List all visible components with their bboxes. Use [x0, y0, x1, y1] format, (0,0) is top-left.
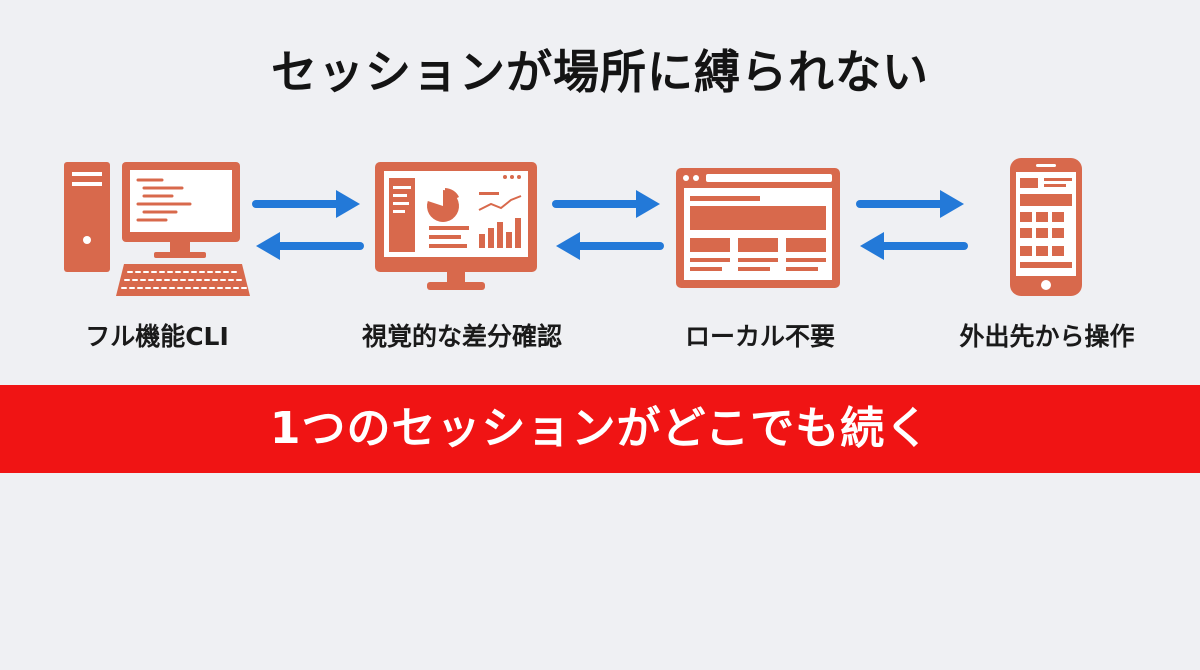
browser-window-icon [676, 168, 840, 288]
node-label-cli: フル機能CLI [85, 322, 229, 351]
node-smartphone [1008, 156, 1086, 300]
node-label-visual-diff: 視覚的な差分確認 [361, 322, 562, 351]
smartphone-icon [1010, 158, 1082, 296]
node-browser [674, 166, 844, 292]
bidirectional-arrows-3 [856, 190, 968, 260]
page-title: セッションが場所に縛られない [271, 45, 929, 99]
node-label-no-local: ローカル不要 [684, 322, 835, 351]
node-desktop [58, 160, 258, 300]
monitor-dashboard-icon [375, 162, 537, 290]
summary-banner-text: 1つのセッションがどこでも続く [269, 403, 931, 454]
bidirectional-arrows-2 [552, 190, 664, 260]
summary-banner: 1つのセッションがどこでも続く [0, 385, 1200, 473]
node-label-remote-control: 外出先から操作 [959, 322, 1135, 351]
desktop-terminal-icon [64, 162, 250, 296]
node-monitor [375, 160, 545, 296]
bidirectional-arrows-1 [252, 190, 364, 260]
